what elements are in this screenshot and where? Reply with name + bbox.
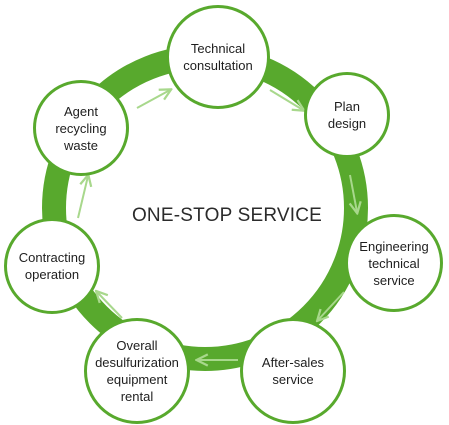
- arrow-rental-to-contracting: [97, 292, 123, 319]
- node-label: Contracting operation: [18, 250, 86, 282]
- center-title: ONE-STOP SERVICE: [131, 205, 323, 226]
- node-label: After-sales service: [261, 355, 325, 387]
- node-technical-consultation: Technical consultation: [166, 5, 270, 109]
- node-contracting-operation: Contracting operation: [4, 218, 100, 314]
- arrow-contracting-to-agent: [77, 176, 88, 219]
- arrow-plan-to-engineering: [350, 174, 357, 212]
- arrow-agent-to-consultation: [136, 90, 170, 109]
- node-label: Technical consultation: [183, 41, 253, 73]
- node-label: Engineering technical service: [359, 238, 429, 288]
- arrow-consultation-to-plan: [269, 89, 303, 110]
- node-engineering-technical-service: Engineering technical service: [345, 214, 443, 312]
- node-after-sales-service: After-sales service: [240, 318, 346, 424]
- node-label: Overall desulfurization equipment rental: [95, 338, 179, 404]
- node-label: Agent recycling waste: [55, 103, 107, 153]
- node-plan-design: Plan design: [304, 72, 390, 158]
- node-overall-desulfurization-equipment-rental: Overall desulfurization equipment rental: [84, 318, 190, 424]
- arrow-engineering-to-aftersales: [318, 291, 345, 320]
- node-label: Plan design: [327, 99, 367, 131]
- node-agent-recycling-waste: Agent recycling waste: [33, 80, 129, 176]
